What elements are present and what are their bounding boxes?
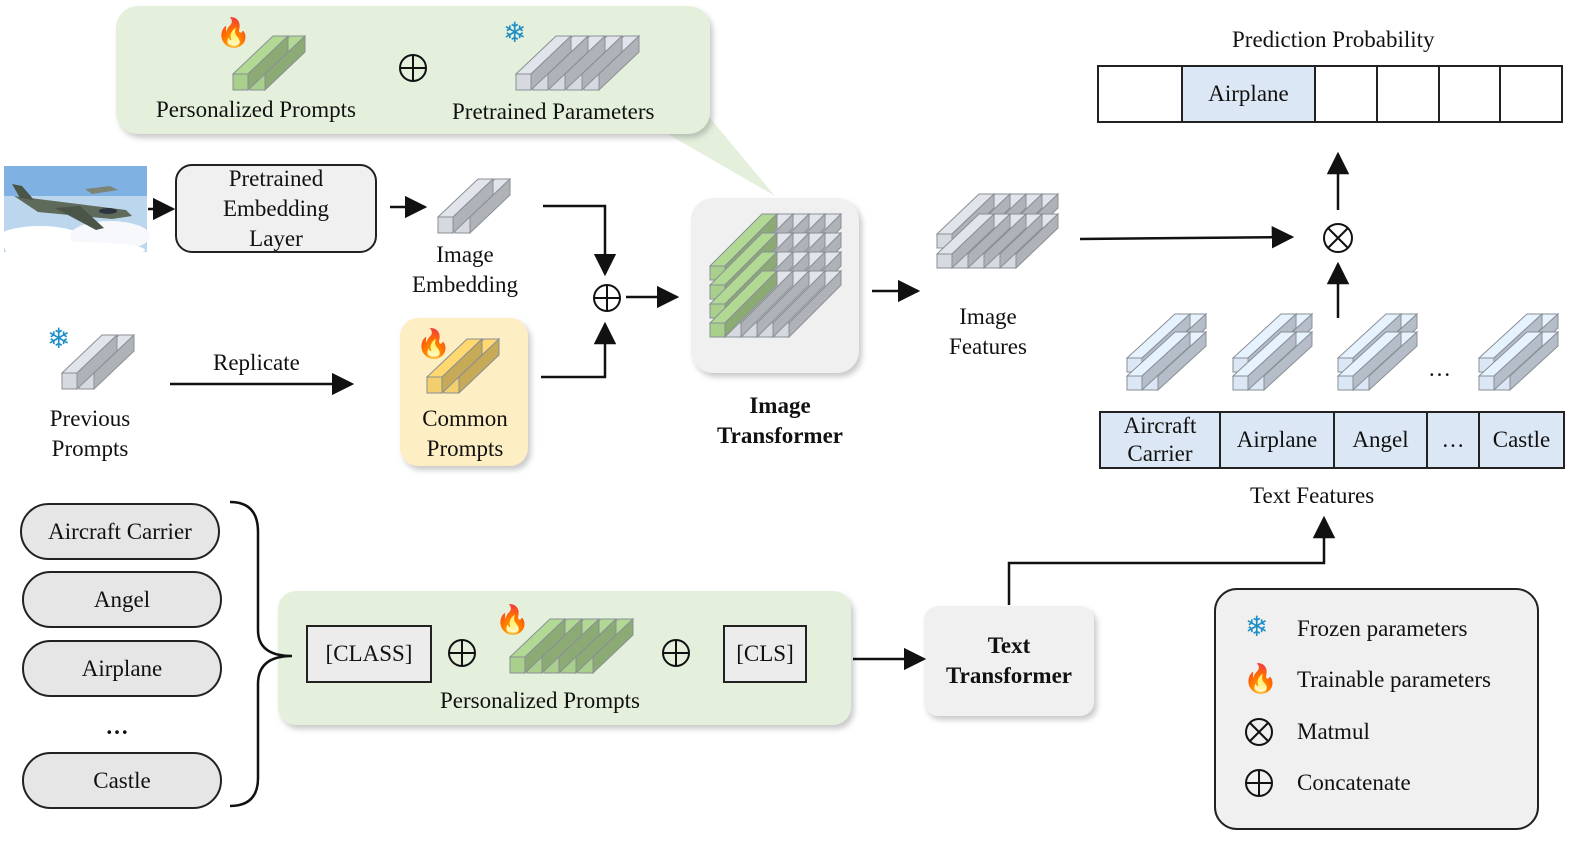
image-features-label: Image Features	[928, 302, 1048, 362]
token-text-feature-3	[1336, 312, 1419, 392]
token-text-feature-1	[1125, 312, 1208, 392]
legend-box	[1214, 588, 1539, 830]
flame-icon-common: 🔥	[416, 329, 451, 360]
token-image-features	[935, 192, 1060, 270]
matmul-icon-main	[1323, 223, 1353, 253]
concat-icon-text-right	[662, 639, 690, 667]
image-transformer-line2: Transformer	[716, 423, 844, 448]
token-personalized-top	[231, 34, 307, 92]
token-text-feature-4	[1477, 312, 1560, 392]
class-token-box: [CLASS]	[306, 625, 432, 683]
arrows	[148, 151, 1350, 671]
snowflake-icon-top: ❄	[503, 18, 527, 49]
prediction-cell-airplane: Airplane	[1183, 67, 1316, 121]
replicate-label: Replicate	[213, 350, 300, 375]
common-prompts-line1: Common	[422, 406, 508, 431]
class-pill-angel: Angel	[22, 571, 222, 628]
prediction-title: Prediction Probability	[1232, 27, 1435, 52]
token-pretrained-top	[514, 34, 641, 92]
concat-icon-legend	[1245, 769, 1273, 797]
legend-trainable-label: Trainable parameters	[1297, 667, 1491, 692]
class-pill-aircraft-carrier: Aircraft Carrier	[20, 503, 220, 560]
token-groups	[60, 34, 1560, 675]
text-transformer-line1: Text	[987, 633, 1031, 658]
flame-icon-legend: 🔥	[1243, 664, 1278, 695]
legend-concatenate-label: Concatenate	[1297, 770, 1411, 795]
token-image-embedding	[436, 177, 512, 235]
prediction-cell-5	[1440, 67, 1501, 121]
class-pill-castle: Castle	[22, 752, 222, 809]
text-prompts-label: Personalized Prompts	[440, 688, 640, 713]
common-prompts-line2: Prompts	[426, 436, 504, 461]
concat-icon-top	[399, 54, 427, 82]
concat-icon-text-left	[448, 639, 476, 667]
prediction-row: Airplane	[1097, 65, 1563, 123]
prediction-cell-4	[1378, 67, 1440, 121]
text-feature-ellipsis: …	[1428, 413, 1480, 467]
cls-token-box: [CLS]	[723, 625, 807, 683]
token-text-feature-2	[1231, 312, 1314, 392]
common-prompts-label: Common Prompts	[405, 404, 525, 464]
flame-icon-top: 🔥	[216, 18, 251, 49]
flame-icon-text: 🔥	[495, 605, 530, 636]
embedding-layer-line2: Embedding	[222, 195, 330, 221]
text-features-title: Text Features	[1250, 483, 1375, 508]
embedding-layer-line1: Pretrained	[228, 165, 324, 191]
previous-prompts-line2: Prompts	[51, 436, 129, 461]
image-features-line2: Features	[949, 334, 1027, 359]
snowflake-icon-legend: ❄	[1245, 612, 1269, 643]
token-personalized-text	[508, 617, 635, 675]
arrow-features-to-matmul	[1079, 225, 1295, 249]
text-transformer-label: Text Transformer	[924, 606, 1094, 716]
text-transformer-line2: Transformer	[945, 663, 1073, 688]
top-personalized-label: Personalized Prompts	[156, 97, 356, 122]
concat-icon-middle	[593, 284, 621, 312]
class-pill-airplane: Airplane	[22, 640, 222, 697]
text-feature-angel: Angel	[1335, 413, 1428, 467]
token-image-transformer	[708, 212, 843, 339]
text-feature-airplane: Airplane	[1221, 413, 1335, 467]
previous-prompts-line1: Previous	[49, 406, 131, 431]
concat-symbols	[399, 54, 1273, 797]
image-transformer-line1: Image	[749, 393, 811, 418]
matmul-icon-legend	[1245, 718, 1273, 746]
class-list-ellipsis: …	[105, 714, 129, 739]
image-features-line1: Image	[959, 304, 1017, 329]
text-feature-aircraft-carrier: Aircraft Carrier	[1101, 413, 1221, 467]
image-transformer-label: Image Transformer	[700, 391, 860, 451]
image-embedding-line2: Embedding	[411, 272, 519, 297]
text-feature-castle: Castle	[1492, 427, 1551, 452]
arrow-common-to-concat	[541, 321, 617, 379]
prediction-cell-3	[1316, 67, 1378, 121]
legend-matmul-label: Matmul	[1297, 719, 1370, 744]
top-pretrained-label: Pretrained Parameters	[452, 99, 655, 124]
text-transformer-box	[924, 606, 1094, 716]
embedding-layer-line3: Layer	[249, 225, 303, 251]
snowflake-icon-previous: ❄	[47, 324, 71, 355]
embedding-layer-box	[175, 164, 377, 253]
text-features-ellipsis: …	[1428, 356, 1451, 381]
airplane-image	[0, 166, 150, 258]
legend-frozen-label: Frozen parameters	[1297, 616, 1468, 641]
token-common-prompts	[425, 337, 501, 395]
embedding-layer: Pretrained Embedding Layer	[176, 165, 376, 252]
image-embedding-line1: Image	[436, 242, 494, 267]
text-features-row: Aircraft Carrier Airplane Angel … Castle	[1099, 411, 1565, 469]
arrow-embedding-to-concat	[543, 204, 617, 277]
prediction-cell-1	[1099, 67, 1183, 121]
matmul-symbols	[1245, 223, 1353, 746]
prediction-cell-6	[1501, 67, 1561, 121]
class-list-brace	[229, 500, 293, 808]
top-panel-callout	[640, 118, 775, 196]
image-embedding-label: Image Embedding	[405, 240, 525, 300]
arrow-text-transformer-to-features	[1007, 515, 1336, 605]
previous-prompts-label: Previous Prompts	[30, 404, 150, 464]
text-feature-aircraft-carrier-text: Aircraft Carrier	[1123, 413, 1197, 466]
token-previous-prompts	[60, 333, 136, 391]
